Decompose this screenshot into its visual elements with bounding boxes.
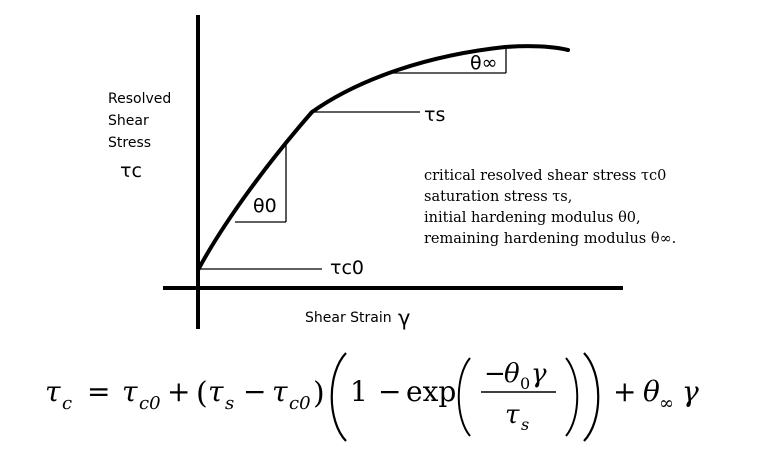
eq-term1-tau: τ	[122, 375, 138, 408]
eq-big-close-paren	[583, 352, 600, 442]
eq-exp: exp	[406, 375, 456, 408]
eq-plus-1: +	[167, 375, 190, 408]
y-axis-label-line-1: Resolved	[108, 91, 171, 107]
eq-den-tau: τ	[505, 400, 520, 430]
eq-num-theta: θ	[504, 359, 520, 389]
eq-last-theta: θ	[643, 375, 660, 408]
eq-last-sub: ∞	[659, 393, 674, 414]
x-axis-label: Shear Strain	[305, 310, 392, 326]
y-axis-label-line-2: Shear	[108, 113, 149, 129]
theta0-label: θ0	[253, 195, 277, 217]
legend-line-1: critical resolved shear stress τc0	[424, 168, 666, 184]
legend-line-4: remaining hardening modulus θ∞.	[424, 231, 676, 247]
y-axis-symbol: τc	[120, 160, 142, 182]
eq-lhs-tau: τ	[45, 375, 61, 408]
eq-term1-sub: c0	[139, 393, 161, 414]
legend-line-2: saturation stress τs,	[424, 189, 572, 205]
eq-term2-tau: τ	[208, 375, 224, 408]
eq-big-open-paren	[330, 352, 347, 442]
eq-last-gamma: γ	[682, 375, 699, 408]
eq-open-paren-1: (	[196, 376, 208, 411]
eq-plus-2: +	[613, 375, 636, 408]
eq-frac-close-paren	[565, 357, 579, 437]
eq-frac-open-paren	[457, 357, 471, 437]
theta-inf-label: θ∞	[470, 52, 497, 74]
eq-close-paren-1: )	[313, 376, 325, 411]
y-axis-label-line-3: Stress	[108, 135, 151, 151]
eq-num-gamma: γ	[531, 359, 547, 389]
eq-num-minus: −	[484, 359, 506, 389]
eq-lhs-sub: c	[62, 393, 72, 414]
eq-minus-2: −	[378, 375, 401, 408]
eq-term2-sub: s	[225, 393, 234, 414]
tau-c0-label: τc0	[330, 257, 364, 279]
x-axis-symbol: γ	[398, 306, 410, 330]
eq-equals: =	[87, 375, 110, 408]
eq-term3-sub: c0	[289, 393, 311, 414]
tau-s-label: τs	[424, 104, 445, 126]
hardening-curve	[196, 44, 570, 272]
eq-num-sub: 0	[520, 374, 530, 393]
eq-den-sub: s	[521, 415, 529, 434]
legend-line-3: initial hardening modulus θ0,	[424, 210, 641, 226]
equation: τ c = τ c0 + ( τ s − τ c0 ) 1 − exp − θ …	[45, 352, 699, 442]
eq-minus-1: −	[243, 375, 266, 408]
eq-term3-tau: τ	[272, 375, 288, 408]
eq-one: 1	[350, 375, 368, 408]
